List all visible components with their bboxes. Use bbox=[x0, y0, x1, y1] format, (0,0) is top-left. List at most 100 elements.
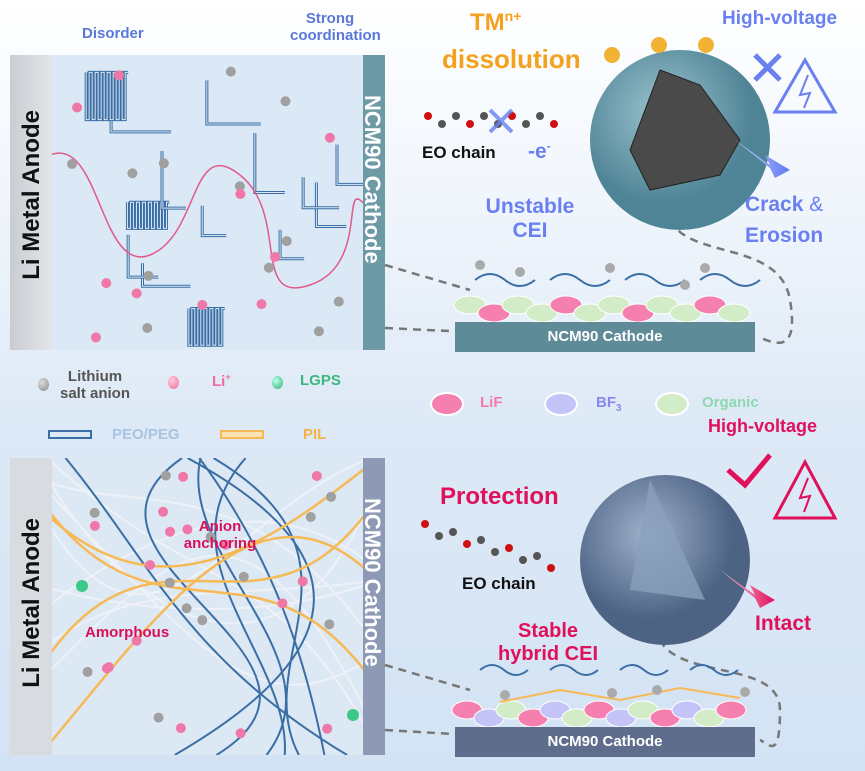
cathode-base-bottom: NCM90 Cathode bbox=[455, 727, 755, 757]
anion bbox=[164, 577, 175, 588]
eo-atom bbox=[550, 120, 558, 128]
legend-anion-line1: Lithium bbox=[67, 368, 123, 385]
li-ion bbox=[131, 635, 142, 646]
lgps-particle bbox=[76, 580, 88, 592]
lif-ellipse-icon bbox=[430, 392, 464, 416]
anion bbox=[181, 603, 192, 614]
peo-chain-inner bbox=[279, 229, 305, 260]
anode-label: Li Metal Anode bbox=[18, 110, 45, 280]
cathode-label: NCM90 Cathode bbox=[360, 95, 385, 264]
protection-label: Protection bbox=[440, 483, 559, 510]
anion bbox=[740, 687, 750, 697]
cei-particle bbox=[453, 295, 487, 315]
peo-chain-inner bbox=[141, 263, 191, 287]
li-ion bbox=[256, 299, 267, 310]
li-ion bbox=[178, 471, 189, 482]
anion bbox=[700, 263, 710, 273]
li-ion bbox=[235, 188, 246, 199]
cei-particle bbox=[573, 303, 607, 323]
anion bbox=[153, 712, 164, 723]
intact-arrow-icon bbox=[720, 570, 775, 608]
cei-particle bbox=[715, 700, 747, 720]
ampersand: & bbox=[809, 193, 824, 216]
strong-coordination-label: Strong coordination bbox=[290, 10, 381, 44]
peo-fragment bbox=[624, 273, 686, 287]
cracked-core bbox=[629, 69, 741, 191]
cei-particle bbox=[473, 708, 505, 728]
cei-particle bbox=[451, 700, 483, 720]
lightning-icon bbox=[798, 74, 812, 109]
peo-chain bbox=[64, 458, 348, 755]
peo-chain-inner bbox=[206, 80, 261, 125]
li-ion bbox=[197, 299, 208, 310]
peo-chain-inner bbox=[161, 151, 186, 209]
tm-label: TMn+ bbox=[470, 8, 521, 37]
crack-label: Crack & bbox=[745, 193, 823, 217]
cei-particle bbox=[671, 700, 703, 720]
anion bbox=[605, 263, 615, 273]
peo-chain bbox=[205, 80, 261, 126]
bg-chain bbox=[49, 582, 371, 611]
legend-li-label: Li bbox=[212, 373, 226, 390]
anion bbox=[500, 690, 510, 700]
anion bbox=[67, 158, 78, 169]
anion bbox=[333, 296, 344, 307]
pil-chain bbox=[49, 535, 371, 744]
li-ion bbox=[89, 520, 100, 531]
eo-atom bbox=[505, 544, 513, 552]
warning-triangle-icon bbox=[772, 56, 838, 114]
pil-fragment bbox=[499, 686, 741, 703]
tm-ion bbox=[698, 37, 714, 53]
peo-chain bbox=[174, 458, 315, 755]
legend-bf3-sub: 3 bbox=[616, 403, 622, 414]
li-ion bbox=[220, 539, 231, 550]
cei-particle bbox=[495, 700, 527, 720]
anion bbox=[313, 326, 324, 337]
anion bbox=[234, 181, 245, 192]
li-anode-strip bbox=[10, 55, 52, 350]
anion bbox=[205, 531, 216, 542]
anode-label: Li Metal Anode bbox=[18, 518, 45, 688]
anion bbox=[197, 615, 208, 626]
li-ion bbox=[270, 251, 281, 262]
cei-particle bbox=[621, 303, 655, 323]
anion bbox=[324, 619, 335, 630]
eo-atom bbox=[452, 112, 460, 120]
amorphous-label: Amorphous bbox=[85, 624, 170, 641]
li-ion bbox=[90, 332, 101, 343]
li-ion bbox=[175, 723, 186, 734]
eo-chain-label-bottom: EO chain bbox=[462, 574, 536, 593]
legend-anion-line2: salt anion bbox=[60, 385, 131, 402]
high-voltage-label-bottom: High-voltage bbox=[708, 416, 818, 436]
electron-loss-label: -e- bbox=[528, 139, 551, 164]
legend-li-sup: + bbox=[225, 372, 231, 382]
peo-chain bbox=[214, 458, 286, 755]
dissolution-label: dissolution bbox=[442, 44, 581, 74]
li-ion bbox=[103, 662, 114, 673]
eo-atom bbox=[421, 520, 429, 528]
peo-fragment bbox=[699, 273, 761, 287]
legend-bf3: BF3 bbox=[596, 394, 622, 414]
lgps-dot-icon bbox=[272, 376, 283, 389]
legend-li-ion: Li+ bbox=[212, 372, 231, 390]
cei-particle bbox=[693, 295, 727, 315]
anion bbox=[82, 666, 93, 677]
anion bbox=[680, 280, 690, 290]
cei-particle bbox=[477, 303, 511, 323]
eo-atom bbox=[522, 120, 530, 128]
anion bbox=[515, 267, 525, 277]
cei-particle bbox=[525, 303, 559, 323]
peo-chain bbox=[314, 182, 347, 229]
hybrid-electrolyte-panel: Li Metal Anode NCM90 Cathode Anion ancho… bbox=[10, 458, 385, 755]
li-ion bbox=[182, 524, 193, 535]
intact-core bbox=[630, 480, 705, 600]
peo-chain-inner bbox=[201, 205, 227, 237]
cei-particle bbox=[561, 708, 593, 728]
cei-particle bbox=[605, 708, 637, 728]
peo-line-icon bbox=[48, 430, 92, 439]
legend-bf3-label: BF bbox=[596, 394, 616, 411]
anion bbox=[238, 571, 249, 582]
pink-chain bbox=[49, 152, 366, 289]
peo-fragment bbox=[619, 664, 669, 676]
tm-text: TM bbox=[470, 9, 505, 36]
